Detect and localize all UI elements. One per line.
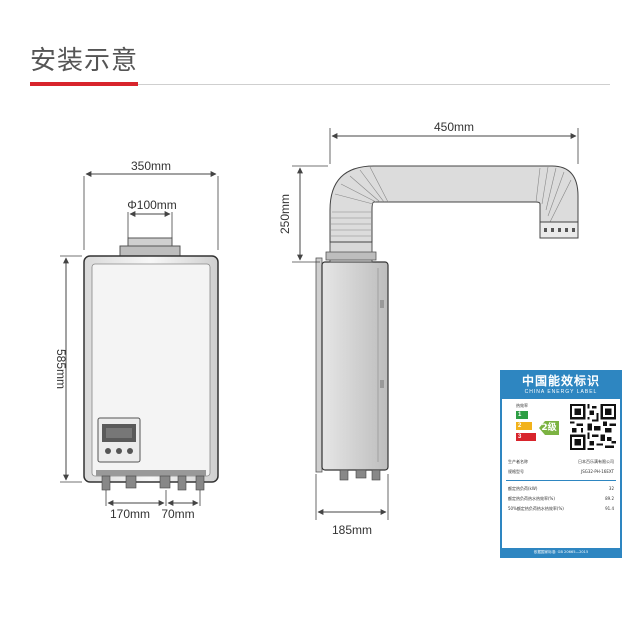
dim-pipe-left: 170mm	[110, 507, 150, 521]
side-view: 450mm 250mm 185mm	[278, 120, 579, 537]
spec-row-efficiency-full: 额定热负荷热水热效率(%) 89.2	[508, 496, 614, 501]
qr-code-icon	[570, 404, 616, 450]
dim-front-width: 350mm	[131, 159, 171, 173]
page-title: 安装示意	[30, 46, 139, 76]
dim-duct-height: 250mm	[278, 194, 292, 234]
grade-caption: 热效率	[516, 403, 528, 408]
energy-label-header: 中国能效标识 CHINA ENERGY LABEL	[502, 372, 620, 399]
spec-row-efficiency-half: 50%额定热负荷热水热效率(%) 91.4	[508, 506, 614, 511]
energy-label: 中国能效标识 CHINA ENERGY LABEL 热效率 1 2 3 2级	[500, 370, 622, 558]
front-view: 350mm Φ100mm 585mm 170mm 70mm	[54, 159, 219, 521]
spec-row-rated-load: 额定热负荷(kW) 32	[508, 486, 614, 491]
energy-label-footer: 依据国家标准: GB 20665—2015	[502, 548, 620, 556]
dim-flue-diameter: Φ100mm	[127, 198, 177, 212]
dim-duct-length: 450mm	[434, 120, 474, 134]
grade-badge: 2级	[539, 421, 559, 435]
dim-height: 585mm	[54, 349, 68, 389]
grade-level-1: 1	[516, 411, 528, 419]
grade-level-2: 2	[516, 422, 532, 430]
energy-label-title: 中国能效标识	[521, 374, 600, 388]
dim-pipe-right: 70mm	[161, 507, 194, 521]
grade-level-3: 3	[516, 433, 536, 441]
dim-depth: 185mm	[332, 523, 372, 537]
energy-label-subtitle: CHINA ENERGY LABEL	[524, 389, 598, 395]
label-divider	[506, 480, 616, 481]
title-accent-bar	[30, 82, 138, 86]
energy-grade-area: 热效率 1 2 3 2级	[502, 399, 620, 457]
title-divider	[138, 84, 610, 85]
spec-row-manufacturer: 生产者名称 日本百乐满有限公司	[508, 459, 614, 464]
spec-row-model: 规格型号 JSG32-PH-16EXT	[508, 469, 614, 474]
